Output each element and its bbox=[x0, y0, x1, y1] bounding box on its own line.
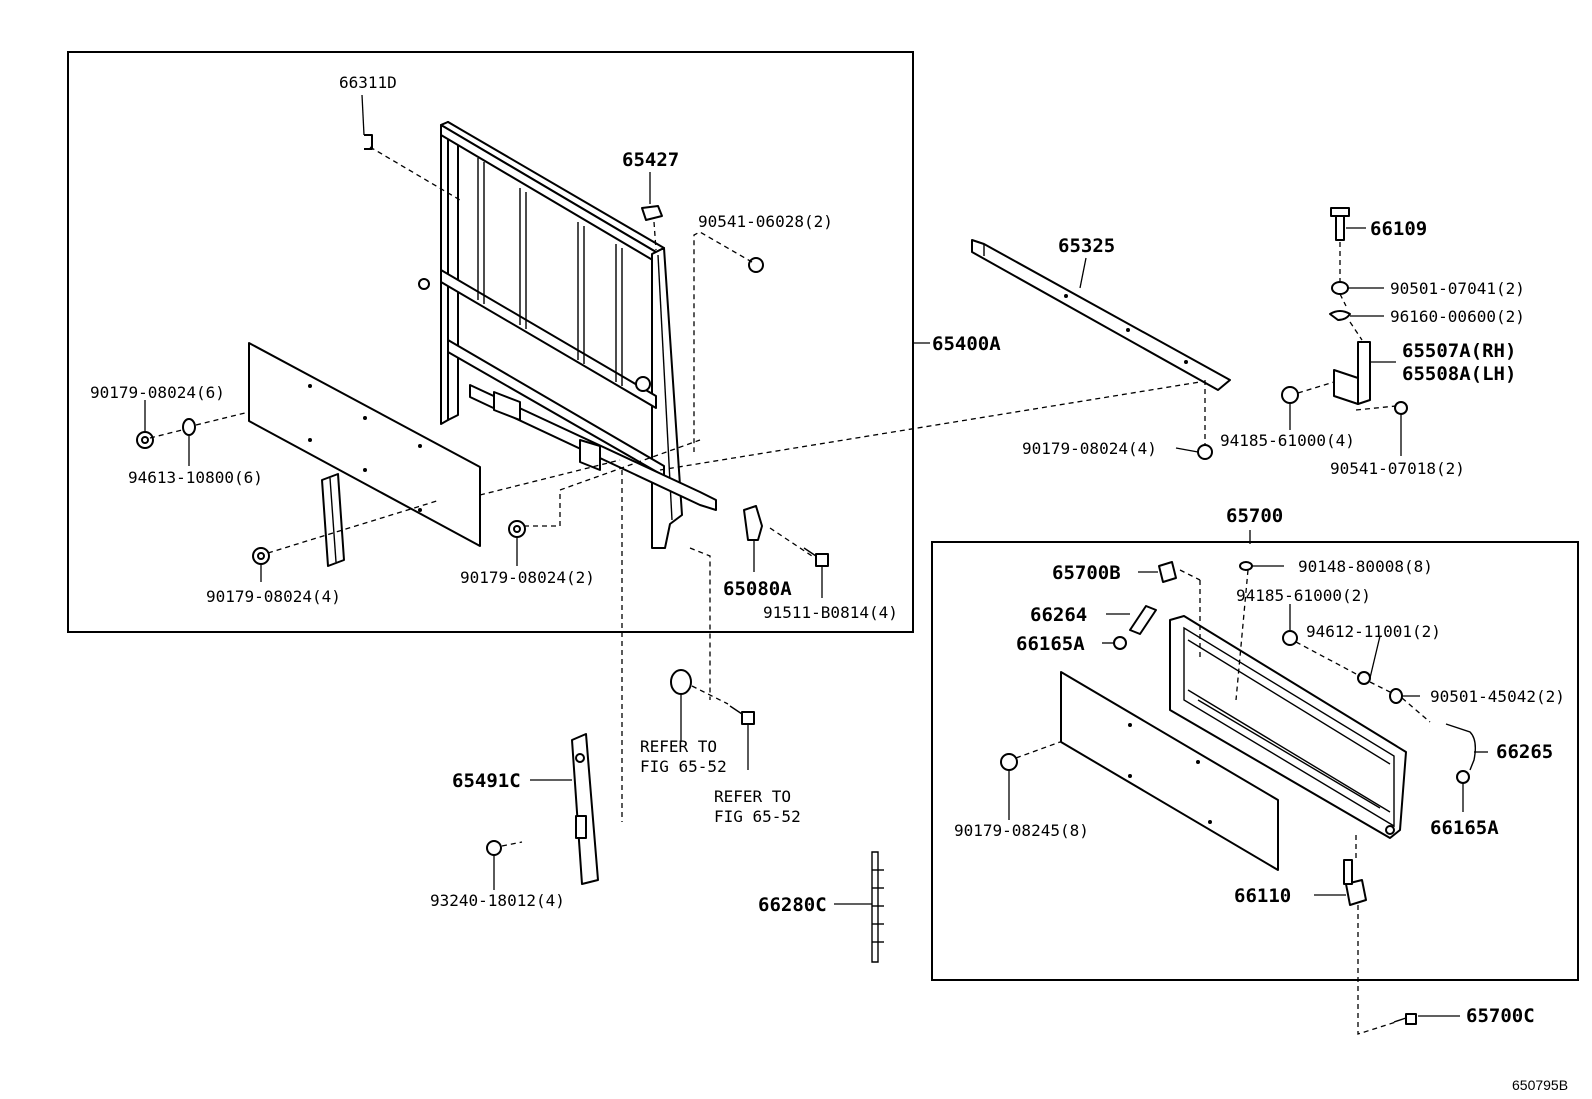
nut-90179-08024-rail bbox=[1197, 444, 1213, 460]
label-66280C: 66280C bbox=[758, 894, 827, 916]
label-66165A-left: 66165A bbox=[1016, 633, 1085, 655]
label-65325: 65325 bbox=[1058, 235, 1115, 257]
nut-94185-61000-tailgate bbox=[1282, 630, 1298, 646]
label-90501-07041: 90501-07041(2) bbox=[1390, 279, 1525, 298]
label-66165A-right: 66165A bbox=[1430, 817, 1499, 839]
label-90179-08024-4a: 90179-08024(4) bbox=[206, 587, 341, 606]
cap-66165A-right bbox=[1456, 770, 1470, 784]
clip-66311D bbox=[364, 134, 373, 150]
label-65400A: 65400A bbox=[932, 333, 1001, 355]
label-90541-06028: 90541-06028(2) bbox=[698, 212, 833, 231]
rail-65325 bbox=[971, 239, 1231, 391]
label-65507A: 65507A(RH) bbox=[1402, 340, 1516, 362]
label-65700: 65700 bbox=[1226, 505, 1283, 527]
nut-90179-08024-bottom-left bbox=[252, 547, 270, 565]
hinge-assembly bbox=[1281, 207, 1408, 415]
label-65700B: 65700B bbox=[1052, 562, 1121, 584]
label-refer-a-line2: FIG 65-52 bbox=[640, 757, 727, 776]
headboard-board bbox=[248, 342, 481, 547]
label-66110: 66110 bbox=[1234, 885, 1291, 907]
corner-post-protector bbox=[321, 473, 345, 567]
label-refer-a-line1: REFER TO bbox=[640, 737, 717, 756]
label-90179-08024-4b: 90179-08024(4) bbox=[1022, 439, 1157, 458]
chain-66280C bbox=[871, 851, 884, 963]
lock-pin-66264 bbox=[1129, 605, 1157, 635]
block-65427 bbox=[641, 205, 663, 221]
nut-90179-08024-center bbox=[508, 520, 526, 538]
leader-lines bbox=[144, 94, 1488, 1017]
bolt-90541-06028 bbox=[748, 257, 764, 273]
cap-66165A-left bbox=[1113, 636, 1127, 650]
label-66264: 66264 bbox=[1030, 604, 1087, 626]
block-65700B bbox=[1158, 561, 1177, 583]
nut-90179-08024-left bbox=[136, 431, 154, 449]
washer-94612-11001 bbox=[1357, 671, 1371, 685]
bolt-91511-B0814 bbox=[803, 547, 829, 567]
label-65080A: 65080A bbox=[723, 578, 792, 600]
label-refer-b-line1: REFER TO bbox=[714, 787, 791, 806]
label-93240-18012: 93240-18012(4) bbox=[430, 891, 565, 910]
spacer-refer-a bbox=[670, 669, 692, 695]
label-refer-b-line2: FIG 65-52 bbox=[714, 807, 801, 826]
label-66311D: 66311D bbox=[339, 73, 397, 92]
rod-66265 bbox=[1445, 723, 1477, 771]
tailgate-board bbox=[1060, 671, 1279, 871]
group-frame-65700 bbox=[931, 541, 1579, 981]
hook-65080A bbox=[743, 505, 763, 541]
label-96160-00600: 96160-00600(2) bbox=[1390, 307, 1525, 326]
label-90541-07018: 90541-07018(2) bbox=[1330, 459, 1465, 478]
label-90179-08024-2: 90179-08024(2) bbox=[460, 568, 595, 587]
group-frame-65400A bbox=[67, 51, 914, 633]
label-90501-45042: 90501-45042(2) bbox=[1430, 687, 1565, 706]
bolt-refer-b bbox=[729, 705, 755, 725]
bracket-65491C bbox=[571, 733, 599, 885]
washer-94613-10800 bbox=[182, 418, 196, 436]
bracket-66110 bbox=[1343, 859, 1367, 906]
label-65700C: 65700C bbox=[1466, 1005, 1535, 1027]
label-94185-61000-2: 94185-61000(2) bbox=[1236, 586, 1371, 605]
spring-90501-45042 bbox=[1389, 688, 1403, 704]
label-66265: 66265 bbox=[1496, 741, 1553, 763]
label-65508A: 65508A(LH) bbox=[1402, 363, 1516, 385]
label-90179-08024-6: 90179-08024(6) bbox=[90, 383, 225, 402]
headboard-frame bbox=[418, 121, 717, 549]
label-90148-80008: 90148-80008(8) bbox=[1298, 557, 1433, 576]
label-94185-61000-4: 94185-61000(4) bbox=[1220, 431, 1355, 450]
label-91511-B0814: 91511-B0814(4) bbox=[763, 603, 898, 622]
label-94612-11001: 94612-11001(2) bbox=[1306, 622, 1441, 641]
screw-90148-80008 bbox=[1239, 561, 1253, 571]
label-90179-08245: 90179-08245(8) bbox=[954, 821, 1089, 840]
bolt-93240-18012 bbox=[486, 840, 502, 856]
diagram-code: 650795B bbox=[1512, 1077, 1568, 1093]
nut-90179-08245 bbox=[1000, 753, 1018, 771]
label-65427: 65427 bbox=[622, 149, 679, 171]
label-66109: 66109 bbox=[1370, 218, 1427, 240]
label-94613-10800: 94613-10800(6) bbox=[128, 468, 263, 487]
bolt-65700C bbox=[1393, 1013, 1417, 1025]
label-65491C: 65491C bbox=[452, 770, 521, 792]
tailgate-frame bbox=[1169, 615, 1407, 839]
